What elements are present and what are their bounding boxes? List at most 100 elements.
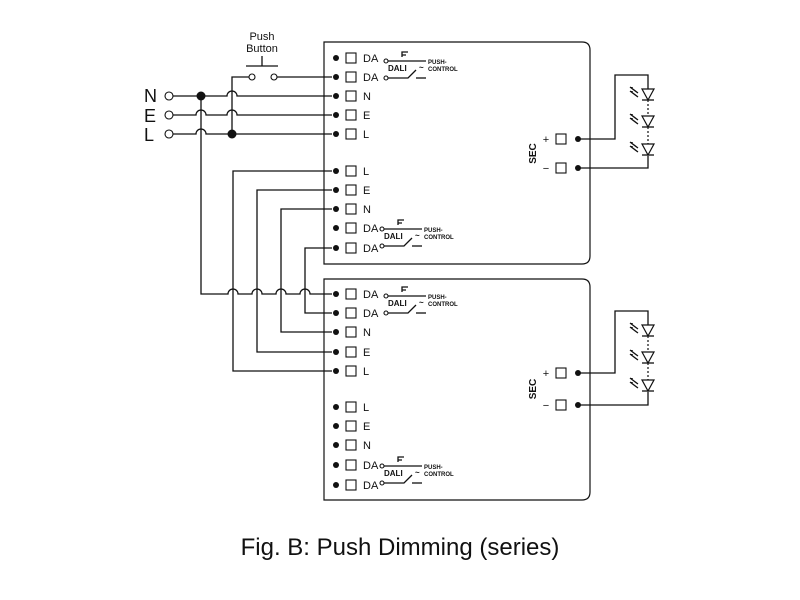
terminal-row: DA <box>333 222 379 235</box>
mains-terminal-l <box>164 129 174 139</box>
push-switch-symbols: DALI~PUSH-CONTROLDALI~PUSH-CONTROLDALI~P… <box>379 51 458 486</box>
driver-box-bottom <box>323 278 591 501</box>
mains-label-n: N <box>144 86 157 106</box>
terminal-label-e: E <box>363 110 370 122</box>
led-string <box>578 310 656 406</box>
terminal-row: E <box>333 184 370 197</box>
terminal-label-n: N <box>363 327 371 339</box>
terminal-label-e: E <box>363 421 370 433</box>
terminal-screw <box>345 71 357 83</box>
terminal-row: DA <box>333 288 379 301</box>
wire-e-top <box>173 109 332 116</box>
dali-label: DALI <box>384 469 403 478</box>
wire-n-link <box>280 208 332 333</box>
terminal-screw <box>345 346 357 358</box>
terminal-screw <box>345 90 357 102</box>
terminal-row: DA <box>333 479 379 492</box>
wire-pb-to-l <box>231 76 249 134</box>
terminal-dot <box>333 93 339 99</box>
mains-label-l: L <box>144 125 154 145</box>
wire-l-top <box>173 128 332 135</box>
terminal-label-da: DA <box>363 480 379 492</box>
terminal-screw <box>345 52 357 64</box>
mains-terminal-n <box>164 91 174 101</box>
sec-plus-terminal <box>555 133 567 145</box>
terminal-screw <box>345 242 357 254</box>
tilde-label: ~ <box>419 298 424 307</box>
terminal-screw <box>345 365 357 377</box>
terminal-dot <box>333 245 339 251</box>
secondary-outputs: SEC+−SEC+− <box>528 133 581 412</box>
terminal-dot <box>333 112 339 118</box>
sec-plus-terminal <box>555 367 567 379</box>
terminal-label-n: N <box>363 440 371 452</box>
terminal-screw <box>345 128 357 140</box>
push-control-label-2: CONTROL <box>424 472 454 478</box>
dali-label: DALI <box>384 232 403 241</box>
wire-n-top <box>173 90 332 97</box>
terminal-row: DA <box>333 307 379 320</box>
terminal-dot <box>333 482 339 488</box>
secondary-terminal-block: SEC+− <box>528 367 581 412</box>
wire-e-link <box>256 189 332 353</box>
terminal-row: L <box>333 401 369 414</box>
wire-da-bus-bottom <box>200 96 332 295</box>
terminal-row: DA <box>333 459 379 472</box>
terminal-dot <box>333 187 339 193</box>
dali-label: DALI <box>388 299 407 308</box>
terminal-row: L <box>333 128 369 141</box>
mains-terminal-e <box>164 110 174 120</box>
push-control-label-1: PUSH- <box>428 60 447 66</box>
push-control-switch: DALI~PUSH-CONTROL <box>379 456 454 486</box>
terminal-screw <box>345 401 357 413</box>
secondary-terminal-block: SEC+− <box>528 133 581 175</box>
terminal-dot <box>333 291 339 297</box>
led-diode-icon <box>629 377 656 393</box>
led-diode-icon <box>629 322 656 338</box>
terminal-label-n: N <box>363 204 371 216</box>
terminal-row: DA <box>333 71 379 84</box>
terminal-row: DA <box>333 242 379 255</box>
terminal-dot <box>333 404 339 410</box>
terminal-row: E <box>333 109 370 122</box>
terminal-label-da: DA <box>363 308 379 320</box>
terminal-row: N <box>333 439 371 452</box>
minus-label: − <box>543 163 549 175</box>
led-diode-icon <box>629 113 656 129</box>
terminal-dot <box>333 462 339 468</box>
terminal-label-da: DA <box>363 289 379 301</box>
tilde-label: ~ <box>415 231 420 240</box>
tilde-label: ~ <box>415 468 420 477</box>
push-control-label-2: CONTROL <box>428 67 458 73</box>
driver-box-top <box>323 41 591 265</box>
terminal-screw <box>345 222 357 234</box>
led-strings <box>578 74 656 406</box>
terminal-screw <box>345 307 357 319</box>
terminal-row: E <box>333 346 370 359</box>
led-diode-icon <box>629 349 656 365</box>
push-control-label-2: CONTROL <box>424 235 454 241</box>
terminal-row: L <box>333 365 369 378</box>
terminal-dot <box>333 368 339 374</box>
push-button-symbol <box>246 56 278 81</box>
sec-label: SEC <box>528 379 539 400</box>
terminal-label-da: DA <box>363 460 379 472</box>
terminal-label-da: DA <box>363 72 379 84</box>
push-control-label-1: PUSH- <box>428 295 447 301</box>
wire-l-link <box>232 170 332 372</box>
terminal-label-l: L <box>363 366 369 378</box>
terminal-label-e: E <box>363 185 370 197</box>
minus-label: − <box>543 400 549 412</box>
terminal-row: N <box>333 203 371 216</box>
terminal-label-l: L <box>363 166 369 178</box>
push-control-label-2: CONTROL <box>428 302 458 308</box>
terminal-screw <box>345 479 357 491</box>
sec-minus-terminal <box>555 162 567 174</box>
terminal-screw <box>345 203 357 215</box>
terminal-row: DA <box>333 52 379 65</box>
terminal-screw <box>345 288 357 300</box>
push-button-label-2: Button <box>246 43 278 55</box>
plus-label: + <box>543 134 549 146</box>
